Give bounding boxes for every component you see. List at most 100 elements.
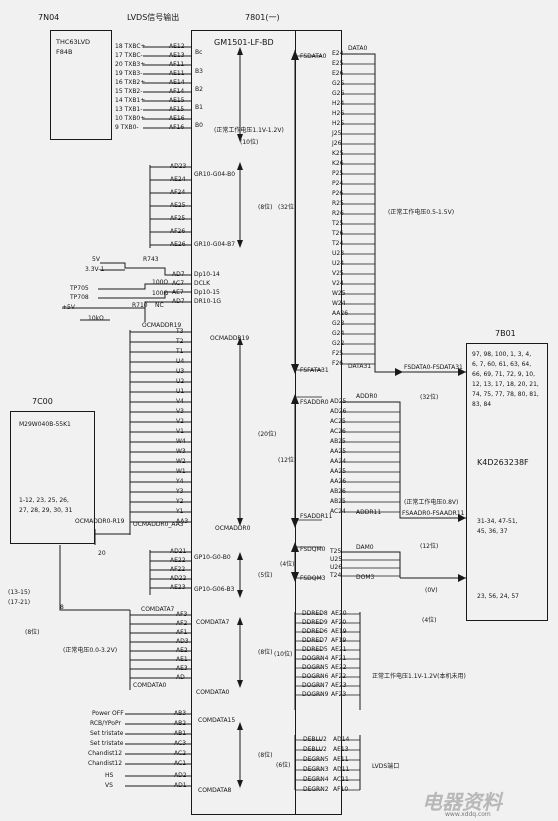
dqm-bits-2: (4位) xyxy=(422,617,437,624)
fsd-bus: FSDATA0-FSDATA31 xyxy=(404,364,463,371)
clk-sig: DR10-1G xyxy=(194,298,222,305)
watermark-logo: 电器资料 xyxy=(422,790,502,814)
ctl-pin: AC2 xyxy=(174,750,187,757)
label-lvds-output: LVDS信号输出 xyxy=(127,13,180,22)
ctl-pin: AB2 xyxy=(174,720,187,727)
chip-7b01-pins: 66, 69, 71, 72, 9, 10, xyxy=(472,371,535,378)
com-side-2: (17-21) xyxy=(8,599,31,606)
dqm-dam0: DAM0 xyxy=(356,544,374,551)
clk-pin: AD7 xyxy=(172,298,185,305)
fsd-pin: K25 xyxy=(332,150,344,157)
lvds-pin: 14 TXB1+ xyxy=(115,97,146,104)
lvds-group: Bc xyxy=(195,49,203,56)
lvdsb-pin: AD11 xyxy=(333,766,350,773)
lvds-group: B0 xyxy=(195,122,203,129)
lvds-group: B2 xyxy=(195,86,203,93)
ocm-top: OCMADDR19 xyxy=(142,322,182,329)
fsd-pin: F26 xyxy=(332,360,344,367)
clk-r710: R710 xyxy=(132,302,148,309)
lvds-ball: AF16 xyxy=(169,124,185,131)
lvdsa-pin: AE20 xyxy=(331,610,347,617)
fsd-bottom: FSFATA31 xyxy=(300,367,329,374)
com-side-1: (13-15) xyxy=(8,589,31,596)
fsd-pin: G22 xyxy=(332,340,345,347)
fsa-bottom: FSADDR11 xyxy=(300,513,333,520)
fsd-pin: J25 xyxy=(332,130,342,137)
fsd-pin: J26 xyxy=(332,140,342,147)
lvds-ball: AF15 xyxy=(169,106,185,113)
clk-sig: Dp10-14 xyxy=(194,271,220,278)
dqm-dom3: DOM3 xyxy=(356,574,375,581)
lvdsa-sig: DOGRN6 xyxy=(302,673,329,680)
fsa-addr11: ADDR11 xyxy=(356,509,382,516)
fsa-pin: AD25 xyxy=(330,398,347,405)
ocm-pin: V3 xyxy=(176,408,184,415)
lvdsa-sig: DDRED6 xyxy=(302,628,328,635)
chip-7n04: THC63LVD F84B xyxy=(50,30,112,140)
ocm-pin: Y4 xyxy=(176,478,184,485)
chip-7b01-pins: 6, 7, 60, 61, 63, 64, xyxy=(472,361,532,368)
lvdsa-sig: DOGRN5 xyxy=(302,664,329,671)
lvds-pin: 9 TXB0- xyxy=(115,124,139,131)
lvdsa-pin: AF21 xyxy=(331,655,347,662)
lvdsa-pin: AE23 xyxy=(331,682,347,689)
lvdsa-pin: AF22 xyxy=(331,673,347,680)
fsd-pin: W24 xyxy=(332,300,346,307)
ocm-pin: W4 xyxy=(176,438,186,445)
fsd-pin: P24 xyxy=(332,180,344,187)
chip-7c00-pins-1: 1-12, 23, 25, 26, xyxy=(19,497,69,504)
com-side-bits: (8位) xyxy=(25,629,40,636)
lvdsa-sig: DOGRN4 xyxy=(302,655,329,662)
clk-5vp: +5V xyxy=(62,304,75,311)
fsd-pin: G23 xyxy=(332,320,345,327)
fsd-pin: K26 xyxy=(332,160,344,167)
ocm-bus-left: OCMADDR0-R19 xyxy=(75,518,125,525)
lvdsa-pin: AE21 xyxy=(331,646,347,653)
chip-7c00-pins-2: 27, 28, 29, 30, 31 xyxy=(19,507,73,514)
gp-top: GP10-G0-B0 xyxy=(194,554,231,561)
fsd-pin: H26 xyxy=(332,110,345,117)
ocm-pin: Y1 xyxy=(176,508,184,515)
lvdsa-note: 正常工作电压1.1V-1.2V(本机未用) xyxy=(372,673,466,680)
gp-pin: AF22 xyxy=(170,566,186,573)
fsd-bus-bits: (32位) xyxy=(420,394,439,401)
fsa-pin: AB26 xyxy=(330,488,346,495)
lvdsb-pin: AF10 xyxy=(333,786,349,793)
ocm-bot: OCMADDR0 xyxy=(215,525,251,532)
clk-nc: NC xyxy=(155,302,164,309)
fsd-pin: AA26 xyxy=(332,310,349,317)
dqm-top: FSDQM0 xyxy=(300,546,326,553)
chip-7b01-pins: 12, 13, 17, 18, 20, 21, xyxy=(472,381,539,388)
fsd-pin: V24 xyxy=(332,280,344,287)
fsd-pin: H24 xyxy=(332,100,345,107)
chip-7801-part: GM1501-LF-BD xyxy=(214,38,274,47)
lvds-pin: 18 TXBC+ xyxy=(115,43,146,50)
ocm-pin: U2 xyxy=(176,378,185,385)
fsd-pin: E24 xyxy=(332,50,344,57)
fsd-pin: G26 xyxy=(332,90,345,97)
lvdsa-pin: AF19 xyxy=(331,637,347,644)
lvdsa-pin: AF23 xyxy=(331,691,347,698)
ocm-bus-right: OCMADDR0_AA3 xyxy=(133,521,184,528)
ocm-pin: V4 xyxy=(176,398,184,405)
gr-pin: AE24 xyxy=(170,176,186,183)
watermark-url: www.xddq.com xyxy=(445,811,491,818)
chip-7c00-part: M29W040B-55K1 xyxy=(19,421,71,428)
lvdsb-sig: DEGRN4 xyxy=(303,776,329,783)
com-side-count: 8 xyxy=(60,604,64,611)
clk-pin: AD7 xyxy=(172,271,185,278)
lvdsb-pin: AE11 xyxy=(333,756,349,763)
lvds-note-bits: (10位) xyxy=(240,139,259,146)
fsa-bus-bits: (12位) xyxy=(420,543,439,550)
lvds-pin: 16 TXB2+ xyxy=(115,79,146,86)
chip-7b01-pins-2a: 31-34, 47-51, xyxy=(477,518,518,525)
gp-pin: AE23 xyxy=(170,584,186,591)
ctl-pin: AC1 xyxy=(174,760,187,767)
fsa-top: FSADDR0 xyxy=(300,399,329,406)
com-pin: AF1 xyxy=(176,629,188,636)
lvdsb-pin: AE13 xyxy=(333,746,349,753)
fsa-pin: AA26 xyxy=(330,478,347,485)
ctl-pin: AD2 xyxy=(174,772,187,779)
